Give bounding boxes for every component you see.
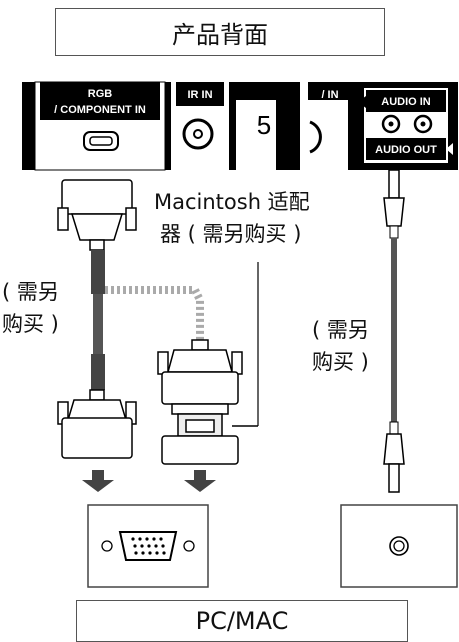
vga-port-icon: [83, 131, 119, 151]
audio-jack-icon: [381, 114, 433, 134]
rgb-label-2: / COMPONENT IN: [54, 104, 146, 116]
svg-text:5: 5: [257, 110, 271, 140]
d-sub-connector-icon: [57, 179, 137, 251]
left-cable-label-2: 购买 ): [2, 312, 59, 336]
back-panel-right: / IN AUDIO IN AUDIO OUT: [308, 82, 458, 170]
pc-audio-port-box: [340, 504, 458, 588]
rgb-label-1: RGB: [88, 88, 113, 100]
right-cable-label-1: ( 需另: [312, 318, 369, 342]
ir-jack-icon: [182, 118, 214, 150]
mac-adapter-label-1: Macintosh 适配: [154, 190, 310, 214]
down-arrow-icon: [82, 470, 216, 492]
mac-adapter-icon: [157, 339, 258, 465]
left-cable-label-1: ( 需另: [2, 280, 59, 304]
back-panel-left: RGB / COMPONENT IN IR IN 5: [22, 81, 300, 171]
right-cable-label-2: 购买 ): [312, 350, 369, 374]
ir-label: IR IN: [187, 89, 212, 101]
audio-plug-icon: [383, 169, 405, 493]
mac-adapter-label-2: 器 ( 需另购买 ): [160, 222, 302, 246]
pc-vga-port-box: [87, 504, 209, 588]
top-title: 产品背面: [172, 20, 268, 49]
audio-out-label: AUDIO OUT: [375, 144, 437, 156]
vga-cable: [91, 250, 204, 390]
partial-in-label: / IN: [321, 89, 338, 101]
audio-in-label: AUDIO IN: [381, 96, 431, 108]
bottom-title: PC/MAC: [195, 607, 289, 635]
bottom-title-box: PC/MAC: [76, 600, 408, 642]
lower-d-sub-connector: [57, 389, 137, 459]
top-title-box: 产品背面: [55, 8, 385, 56]
